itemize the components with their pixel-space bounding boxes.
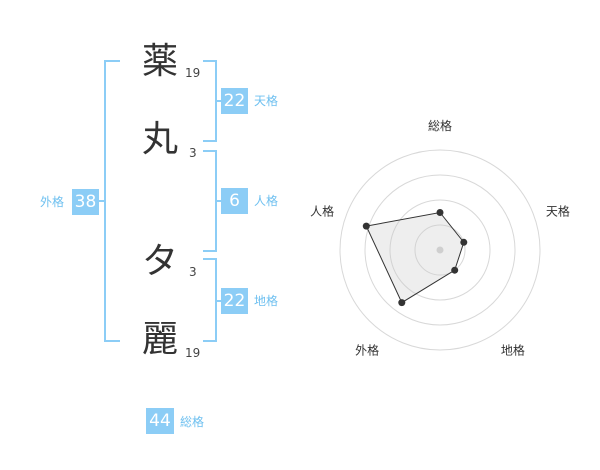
soukaku-value: 44 bbox=[146, 408, 174, 434]
stroke-count-4: 19 bbox=[185, 346, 201, 360]
stroke-count-2: 3 bbox=[189, 146, 197, 160]
name-char-1: 薬 bbox=[141, 41, 178, 82]
gaikaku-connector bbox=[98, 200, 106, 202]
tenkaku-connector bbox=[215, 100, 221, 102]
name-char-2: 丸 bbox=[141, 119, 178, 160]
chikaku-connector bbox=[215, 300, 221, 302]
radar-axis-label-2: 天格 bbox=[546, 204, 570, 219]
tenkaku-label: 天格 bbox=[254, 94, 279, 108]
chikaku-value: 22 bbox=[221, 288, 248, 314]
radar-ring-3 bbox=[364, 174, 516, 326]
radar-ring-1 bbox=[414, 224, 466, 276]
radar-polygon bbox=[365, 211, 465, 304]
radar-axis-label-5: 人格 bbox=[310, 204, 334, 219]
name-char-4: 麗 bbox=[141, 319, 178, 360]
radar-ring-4 bbox=[339, 149, 541, 351]
radar-point-2 bbox=[460, 238, 468, 246]
radar-ring-2 bbox=[389, 199, 491, 301]
radar-center-dot bbox=[436, 246, 444, 254]
radar-point-4 bbox=[398, 299, 406, 307]
gaikaku-value: 38 bbox=[72, 189, 99, 215]
radar-point-5 bbox=[362, 222, 370, 230]
tenkaku-value: 22 bbox=[221, 88, 248, 114]
chikaku-label: 地格 bbox=[254, 294, 279, 308]
jinkaku-value: 6 bbox=[221, 188, 248, 214]
radar-point-1 bbox=[436, 209, 444, 216]
soukaku-label: 総格 bbox=[180, 415, 205, 429]
gaikaku-label: 外格 bbox=[40, 195, 65, 209]
gaikaku-bracket bbox=[104, 60, 120, 342]
radar-axis-label-1: 総格 bbox=[428, 118, 452, 133]
jinkaku-connector bbox=[215, 200, 221, 202]
name-char-3: タ bbox=[141, 241, 178, 282]
stroke-count-1: 19 bbox=[185, 66, 201, 80]
stroke-count-3: 3 bbox=[189, 265, 197, 279]
jinkaku-label: 人格 bbox=[254, 194, 279, 208]
radar-axis-label-4: 外格 bbox=[355, 342, 379, 357]
radar-axis-label-3: 地格 bbox=[501, 342, 525, 357]
radar-point-3 bbox=[451, 266, 459, 274]
